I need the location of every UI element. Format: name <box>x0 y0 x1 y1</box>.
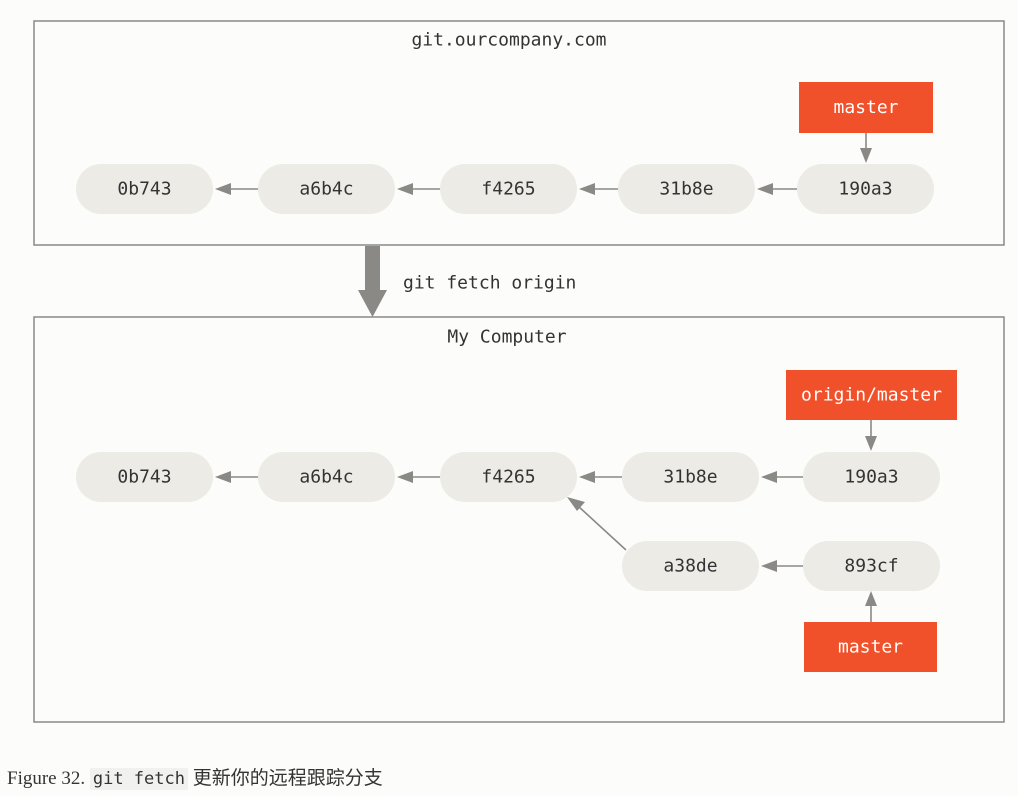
arrow-head <box>397 471 413 483</box>
fetch-arrow <box>358 246 387 317</box>
commit-node <box>76 452 213 502</box>
commit-hash: 190a3 <box>838 179 892 200</box>
remote-repository: git.ourcompany.com 0b743 a6b4c f4265 31b… <box>33 20 1005 246</box>
commit-hash: 893cf <box>844 556 898 577</box>
remote-master-branch: master <box>799 82 933 133</box>
branch-name: master <box>838 637 903 658</box>
local-repository-title: My Computer <box>447 327 566 348</box>
commit-node <box>803 452 940 502</box>
remote-commit-31b8e: 31b8e <box>618 164 755 214</box>
arrow-head <box>567 497 585 511</box>
fetch-arrow-shaft <box>365 246 380 291</box>
commit-node <box>440 164 577 214</box>
commit-hash: a38de <box>663 556 717 577</box>
local-commit-0b743: 0b743 <box>76 452 213 502</box>
local-commit-a38de: a38de <box>622 541 759 591</box>
commit-node <box>797 164 934 214</box>
commit-node <box>76 164 213 214</box>
commit-node <box>803 541 940 591</box>
arrow-head <box>215 183 231 195</box>
commit-hash: 31b8e <box>659 179 713 200</box>
commit-node <box>258 452 395 502</box>
remote-commit-f4265: f4265 <box>440 164 577 214</box>
local-commit-f4265: f4265 <box>440 452 577 502</box>
commit-node <box>622 452 759 502</box>
commit-hash: 190a3 <box>844 467 898 488</box>
branch-label-box <box>799 82 933 133</box>
arrow-head <box>579 183 595 195</box>
caption-text: 更新你的远程跟踪分支 <box>192 768 383 789</box>
caption-code: git fetch <box>89 768 188 790</box>
commit-hash: f4265 <box>481 179 535 200</box>
fetch-command-label: git fetch origin <box>403 273 576 294</box>
arrow-head <box>865 436 877 451</box>
arrow-head <box>579 471 595 483</box>
remote-commit-0b743: 0b743 <box>76 164 213 214</box>
parent-arrow-diagonal <box>577 505 627 551</box>
commit-node <box>618 164 755 214</box>
arrow-head <box>761 471 777 483</box>
arrow-head <box>761 560 777 572</box>
commit-node <box>440 452 577 502</box>
commit-hash: 31b8e <box>663 467 717 488</box>
commit-hash: a6b4c <box>299 467 353 488</box>
remote-commit-a6b4c: a6b4c <box>258 164 395 214</box>
origin-master-branch: origin/master <box>786 370 957 420</box>
arrow-head <box>757 183 773 195</box>
commit-hash: 0b743 <box>117 179 171 200</box>
arrow-head <box>865 591 877 606</box>
branch-name: master <box>833 97 898 118</box>
arrow-head <box>215 471 231 483</box>
arrow-head <box>860 148 872 163</box>
commit-node <box>258 164 395 214</box>
local-commit-31b8e: 31b8e <box>622 452 759 502</box>
fetch-arrow-head <box>358 290 387 317</box>
local-commit-a6b4c: a6b4c <box>258 452 395 502</box>
commit-hash: a6b4c <box>299 179 353 200</box>
local-master-branch: master <box>804 622 937 672</box>
figure-number: Figure 32. <box>7 768 86 789</box>
branch-name: origin/master <box>801 385 942 406</box>
commit-hash: 0b743 <box>117 467 171 488</box>
local-commit-190a3: 190a3 <box>803 452 940 502</box>
commit-node <box>622 541 759 591</box>
branch-label-box <box>786 370 957 420</box>
arrow-head <box>397 183 413 195</box>
figure-caption: Figure 32. git fetch 更新你的远程跟踪分支 <box>7 763 383 790</box>
commit-hash: f4265 <box>481 467 535 488</box>
remote-repository-title: git.ourcompany.com <box>411 30 606 51</box>
branch-label-box <box>804 622 937 672</box>
remote-commit-190a3: 190a3 <box>797 164 934 214</box>
local-repository: My Computer 0b743 a6b4c f4265 31b8e 190a… <box>33 316 1005 723</box>
git-fetch-diagram: git.ourcompany.com 0b743 a6b4c f4265 31b… <box>33 20 1005 723</box>
local-commit-893cf: 893cf <box>803 541 940 591</box>
